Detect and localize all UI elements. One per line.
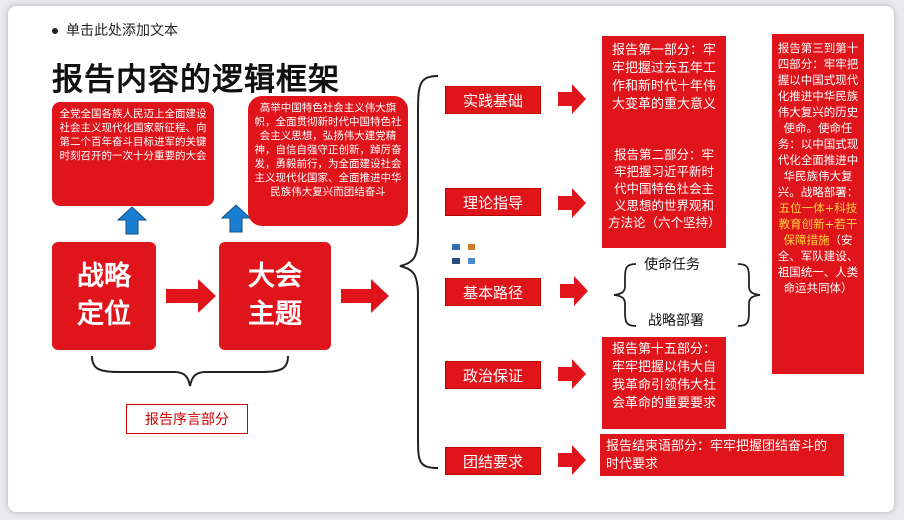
arrow-right-icon [558, 445, 586, 475]
connectors [91, 75, 761, 475]
bar-chart-icon [468, 244, 475, 250]
strategic-position-box: 全党全国各族人民迈上全面建设社会主义现代化国家新征程、向第二个百年奋斗目标进军的… [52, 102, 214, 206]
parts3-14-box: 报告第三到第十四部分：牢牢把握以中国式现代化推进中华民族伟大复兴的历史使命。使命… [772, 34, 864, 374]
preface-label: 报告序言部分 [126, 404, 248, 434]
chart-icon [452, 244, 460, 250]
page-title: 报告内容的逻辑框架 [52, 62, 340, 98]
brace-bottom [91, 355, 289, 387]
conference-theme-tile: 大会主题 [219, 242, 331, 350]
deploy-label: 战略部署 [648, 313, 704, 329]
bullet-icon [52, 28, 58, 34]
slide: 单击此处添加文本 报告内容的逻辑框架 全党全国各族人民迈上全面建设社会主义现代化… [8, 6, 894, 512]
part15-description: 报告第十五部分：牢牢把握以伟大自我革命引领伟大社会革命的重要要求 [602, 337, 726, 429]
brace-small-left [613, 263, 637, 327]
brace-small-right [737, 263, 761, 327]
strategy-highlight: 五位一体+科技教育创新+若干保障措施 [778, 201, 858, 247]
ending-description: 报告结束语部分：牢牢把握团结奋斗的时代要求 [600, 434, 844, 476]
category-political: 政治保证 [445, 361, 541, 389]
category-path: 基本路径 [445, 278, 541, 306]
category-unity: 团结要求 [445, 447, 541, 475]
image-icon [468, 258, 475, 264]
category-practice: 实践基础 [445, 86, 541, 114]
arrow-right-icon [558, 359, 586, 389]
arrow-right-icon [560, 276, 588, 306]
conference-theme-box: 高举中国特色社会主义伟大旗帜，全面贯彻新时代中国特色社会主义思想，弘扬伟大建党精… [248, 96, 408, 226]
arrow-right-icon [341, 279, 389, 313]
text-placeholder[interactable]: 单击此处添加文本 [66, 23, 178, 39]
table-icon [452, 258, 460, 264]
category-theory: 理论指导 [445, 188, 541, 216]
parts3-14-tail: （安全、军队建设、祖国统一、人类命运共同体） [777, 233, 859, 295]
arrow-right-icon [558, 188, 586, 218]
blue-arrow-up-icon [116, 206, 148, 235]
strategic-position-tile: 战略定位 [52, 242, 156, 350]
part2-description: 报告第二部分：牢牢把握习近平新时代中国特色社会主义思想的世界观和方法论（六个坚持… [602, 142, 726, 248]
arrow-right-icon [558, 84, 586, 114]
blue-arrow-up-icon [220, 204, 252, 233]
brace-main [399, 75, 439, 469]
parts3-14-text: 报告第三到第十四部分：牢牢把握以中国式现代化推进中华民族伟大复兴的历史使命。使命… [777, 41, 859, 199]
mission-label: 使命任务 [644, 257, 700, 273]
arrow-right-icon [166, 279, 216, 313]
part1-description: 报告第一部分：牢牢把握过去五年工作和新时代十年伟大变革的重大意义 [602, 36, 726, 162]
